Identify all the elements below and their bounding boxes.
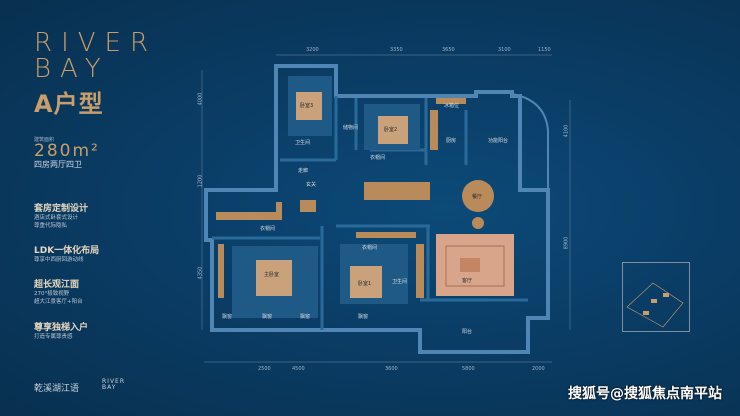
feature-1: 套房定制设计 酒店式卧套式设计 尊重代际隐私 [34, 201, 88, 230]
area-label: 建筑面积 [34, 137, 55, 143]
sofa-outline [445, 245, 505, 287]
room-bay1: 飘窗 [222, 313, 232, 320]
feature-3: 超长观江面 270°极致视野 超大江景客厅+阳台 [34, 277, 83, 306]
dim-bottom-2: 4500 [292, 366, 305, 372]
brand-line2: BAY [34, 54, 110, 84]
dim-bottom-1: 2500 [258, 366, 271, 372]
long-table [364, 182, 430, 200]
interior-walls [212, 96, 528, 330]
watermark: 搜狐号@搜狐焦点南平站 [568, 386, 722, 402]
bed-3 [296, 92, 322, 120]
layout-description: 四房两厅四卫 [34, 160, 82, 169]
room-corridor: 走廊 [298, 167, 308, 174]
brand-line1: RIVER [34, 28, 158, 58]
bed-2 [378, 116, 408, 144]
dim-top-5: 1150 [538, 47, 551, 53]
feature-title: 超长观江面 [34, 280, 80, 290]
developer-name: 乾溪湖江语 [34, 384, 80, 394]
room-bed3: 卧室3 [300, 102, 313, 109]
room-closet2: 衣帽间 [362, 244, 377, 251]
area-unit: m² [72, 141, 100, 161]
dim-bottom-3: 3600 [385, 366, 398, 372]
dim-top-3: 3650 [442, 47, 455, 53]
dim-bottom-4: 5800 [462, 366, 475, 372]
area-number: 280 [34, 141, 73, 161]
feature-title: LDK一体化布局 [34, 246, 100, 256]
feature-title: 套房定制设计 [34, 204, 89, 214]
floor-areas [232, 76, 420, 318]
feature-line: 酒店式卧套式设计 [34, 215, 79, 221]
room-bay4: 飘窗 [358, 313, 368, 320]
room-bath1: 卫生间 [295, 139, 310, 146]
cabinets [216, 98, 466, 298]
area-value: 280m² [34, 141, 100, 161]
dining-chair [472, 217, 484, 229]
room-bed2: 卧室2 [384, 126, 397, 133]
coffee-table [460, 258, 480, 272]
dim-top-4: 3100 [498, 47, 511, 53]
footer-brand: RIVER BAY [102, 379, 125, 391]
feature-line: 270°极致视野 [34, 291, 70, 297]
room-storage: 储物间 [343, 124, 358, 131]
footer-brand-line2: BAY [102, 384, 117, 391]
bed-1 [350, 266, 382, 298]
master-bed [256, 260, 292, 296]
room-hall: 玄关 [306, 181, 316, 188]
feature-line: 打造专属尊贵感 [34, 334, 73, 340]
room-balcony-bottom: 阳台 [462, 328, 472, 335]
dim-top-1: 3200 [306, 47, 319, 53]
room-fridge: 冰箱位 [444, 102, 459, 109]
feature-line: 超大江景客厅+阳台 [34, 299, 83, 305]
feature-line: 尊重代际隐私 [34, 223, 68, 229]
unit-type-title: A户型 [34, 90, 104, 118]
room-living: 客厅 [462, 277, 472, 284]
dim-bottom-5: 2000 [532, 366, 545, 372]
outer-walls [204, 64, 550, 354]
room-master: 主卧室 [264, 271, 279, 278]
room-bath2: 卫生间 [392, 278, 407, 285]
room-bed1: 卧室1 [358, 280, 371, 287]
dimension-lines [201, 54, 571, 363]
room-kitchen: 厨房 [446, 137, 456, 144]
feature-title: 尊享独梯入户 [34, 323, 89, 333]
footer-brand-line1: RIVER [102, 378, 126, 385]
brand-block: RIVER BAY A户型 [34, 30, 157, 119]
site-key-map [622, 262, 690, 332]
round-dining-table [462, 180, 494, 212]
feature-4: 尊享独梯入户 打造专属尊贵感 [34, 320, 88, 341]
feature-line: 尊享中西厨回游动线 [34, 257, 84, 263]
balcony-curve [511, 93, 549, 190]
feature-2: LDK一体化布局 尊享中西厨回游动线 [34, 243, 99, 264]
room-cloak: 衣帽间 [260, 225, 275, 232]
room-dining: 餐厅 [472, 193, 482, 200]
room-closet: 衣帽间 [370, 154, 385, 161]
dim-top-2: 3350 [390, 47, 403, 53]
room-bay3: 飘窗 [300, 313, 310, 320]
room-balcony-top: 功能阳台 [488, 137, 508, 144]
room-bay2: 飘窗 [262, 313, 272, 320]
